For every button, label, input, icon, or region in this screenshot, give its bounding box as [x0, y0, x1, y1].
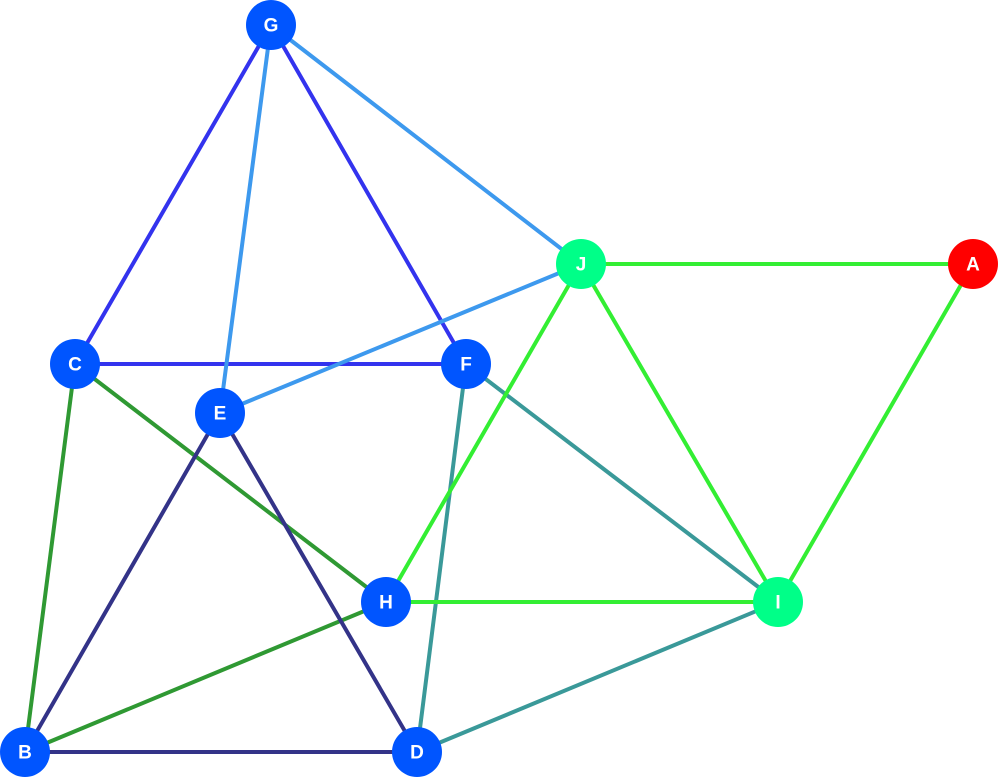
- node-e: E: [195, 388, 245, 438]
- node-label: H: [379, 593, 393, 614]
- edge-a-i: [776, 262, 975, 604]
- node-i: I: [753, 577, 803, 627]
- node-circle: [195, 388, 245, 438]
- edge-c-h: [73, 362, 388, 604]
- node-circle: [556, 239, 606, 289]
- node-circle: [753, 577, 803, 627]
- node-c: C: [50, 339, 100, 389]
- edge-e-b: [23, 411, 222, 754]
- node-g: G: [246, 0, 296, 50]
- edge-i-d: [415, 600, 780, 754]
- edge-c-b: [23, 362, 77, 754]
- node-circle: [361, 577, 411, 627]
- node-f: F: [441, 339, 491, 389]
- edge-g-j: [269, 23, 583, 266]
- edge-e-d: [218, 411, 419, 754]
- edge-g-c: [73, 23, 273, 366]
- node-b: B: [0, 727, 50, 777]
- node-label: F: [460, 355, 472, 376]
- edge-h-b: [23, 600, 388, 754]
- node-label: A: [966, 255, 980, 276]
- node-circle: [948, 239, 998, 289]
- edge-f-d: [415, 362, 468, 754]
- node-circle: [246, 0, 296, 50]
- edges-layer: [23, 23, 975, 754]
- node-circle: [441, 339, 491, 389]
- node-label: D: [410, 743, 424, 764]
- edge-f-i: [464, 362, 780, 604]
- node-label: B: [18, 743, 32, 764]
- node-d: D: [392, 727, 442, 777]
- node-circle: [50, 339, 100, 389]
- node-label: J: [576, 255, 587, 276]
- edge-j-i: [579, 262, 780, 604]
- edge-j-e: [218, 262, 583, 415]
- node-a: A: [948, 239, 998, 289]
- edge-j-h: [384, 262, 583, 604]
- node-h: H: [361, 577, 411, 627]
- node-label: G: [264, 16, 279, 37]
- node-label: I: [775, 593, 780, 614]
- node-circle: [0, 727, 50, 777]
- node-j: J: [556, 239, 606, 289]
- node-label: C: [68, 355, 82, 376]
- edge-g-e: [218, 23, 273, 415]
- edge-g-f: [269, 23, 468, 366]
- node-circle: [392, 727, 442, 777]
- node-label: E: [214, 404, 227, 425]
